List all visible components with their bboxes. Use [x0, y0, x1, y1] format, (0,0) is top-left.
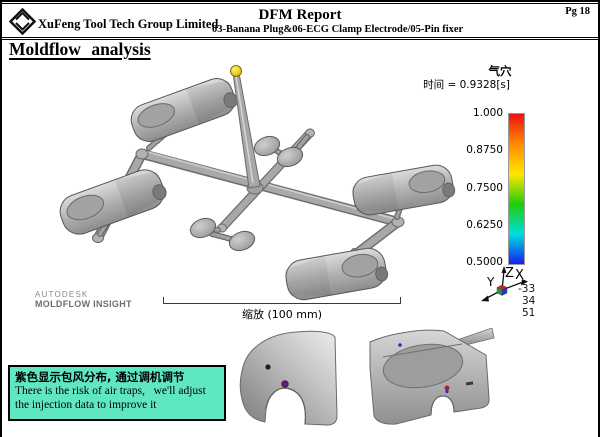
scale-bar	[163, 297, 401, 304]
report-header: XuFeng Tool Tech Group Limited DFM Repor…	[2, 3, 598, 40]
company-name: XuFeng Tool Tech Group Limited	[38, 17, 219, 31]
axes-triad: Z X Y -33 34 51	[481, 266, 536, 319]
section-title: Moldflow analysis	[9, 39, 151, 59]
airtrap-dot-dark	[265, 364, 271, 370]
legend-tick: 0.5000	[466, 256, 503, 268]
injection-location-marker	[230, 65, 242, 77]
legend-tick: 0.6250	[466, 219, 503, 231]
note-text-en-2: the injection data to improve it	[15, 399, 157, 412]
company-logo-icon	[9, 8, 36, 35]
origin-coord: 51	[522, 307, 535, 319]
note-box: 紫色显示包风分布, 通过调机调节 There is the risk of ai…	[8, 365, 226, 421]
branding-autodesk: AUTODESK	[35, 290, 89, 299]
legend-tick: 0.7500	[466, 182, 503, 194]
scale-label: 缩放 (100 mm)	[241, 308, 322, 321]
page-number: Pg 18	[565, 6, 590, 17]
origin-coord: 34	[522, 295, 536, 307]
disc-parts	[189, 135, 304, 252]
note-text-en-1: There is the risk of air traps, we'll ad…	[15, 385, 206, 398]
recessed-oval	[382, 343, 464, 389]
time-label: 时间 = 0.9328[s]	[423, 79, 510, 91]
airtrap-dot-blue	[398, 343, 402, 347]
closeup-airtrap-right	[369, 328, 495, 425]
origin-coord: -33	[518, 283, 535, 295]
part-closeup-body	[239, 330, 338, 426]
legend-tick: 1.000	[472, 107, 503, 119]
airtrap-dot-blue	[445, 389, 449, 394]
origin-cube-icon	[496, 284, 508, 296]
airtrap-dot-red	[444, 385, 450, 391]
legend-colorbar	[508, 113, 525, 265]
clamp-part-bottom-right	[284, 247, 389, 301]
clamp-part-top-left	[130, 78, 238, 142]
axis-x-label: X	[515, 268, 524, 283]
moldflow-3d-scene	[59, 65, 456, 301]
airtrap-dot-blue	[281, 380, 289, 388]
branding-product: MOLDFLOW INSIGHT	[35, 299, 132, 309]
airtrap-mark-dark	[465, 381, 474, 386]
report-subtitle: 03-Banana Plug&06-ECG Clamp Electrode/05…	[212, 24, 464, 35]
sprue	[230, 65, 264, 195]
note-text-zh: 紫色显示包风分布, 通过调机调节	[15, 370, 185, 384]
moldflow-branding: AUTODESK MOLDFLOW INSIGHT	[35, 290, 132, 309]
closeup-airtrap-left	[239, 330, 338, 426]
report-title: DFM Report	[258, 7, 342, 23]
clamp-part-bottom-left	[59, 169, 167, 235]
clamp-part-right	[351, 164, 456, 216]
legend-tick: 0.8750	[466, 144, 503, 156]
axis-z-label: Z	[505, 266, 514, 281]
result-title: 气穴	[488, 64, 512, 78]
axis-y-label: Y	[486, 275, 495, 289]
